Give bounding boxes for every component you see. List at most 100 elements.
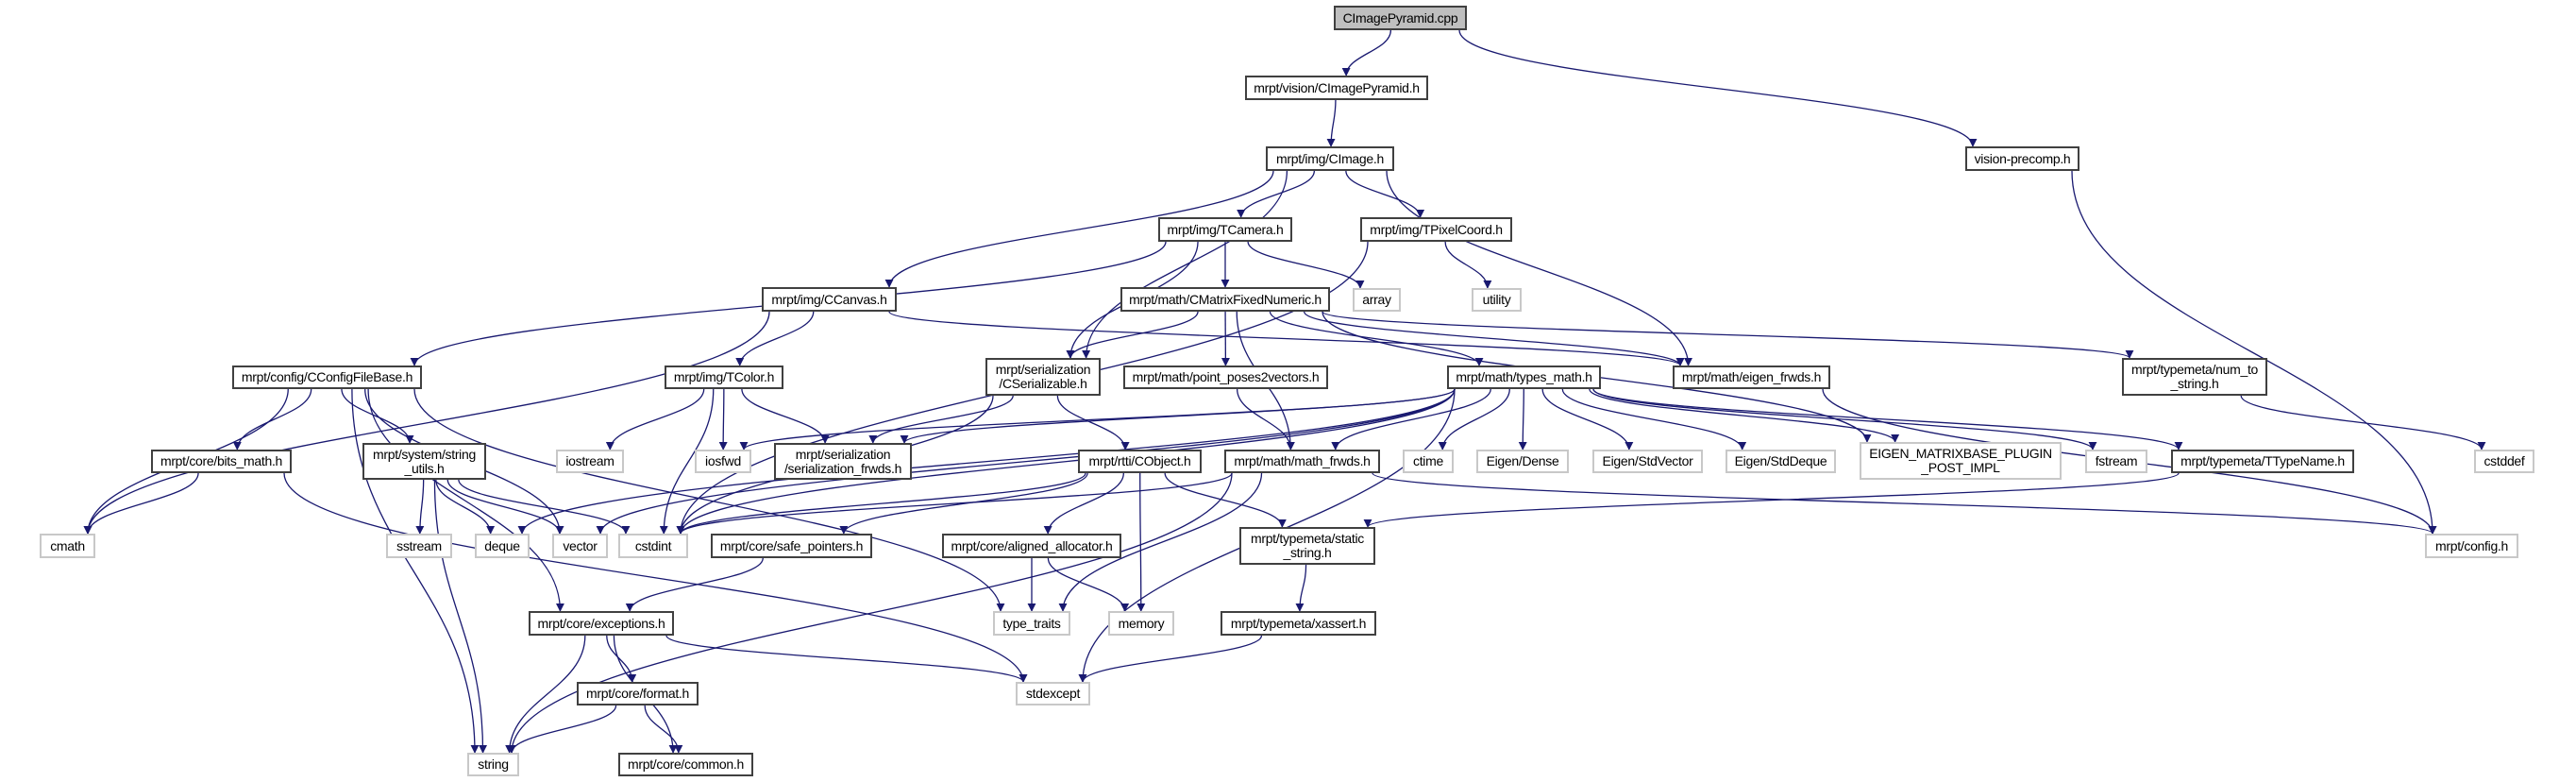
edge-ttn-to-sstring [1363, 472, 2180, 528]
edge-mathfw-to-config [1372, 472, 2437, 535]
edge-n2s-to-cstddef [2240, 395, 2486, 450]
graph-node-sstring[interactable]: mrpt/typemeta/static _string.h [1239, 527, 1375, 565]
graph-node-ttn[interactable]: mrpt/typemeta/TTypeName.h [2171, 450, 2354, 473]
edge-cmfn-to-cser [1066, 311, 1199, 359]
edge-cimage-to-cser [1082, 170, 1288, 359]
graph-node-utility[interactable]: utility [1472, 288, 1522, 312]
graph-node-sstream[interactable]: sstream [386, 534, 452, 558]
graph-node-xassert[interactable]: mrpt/typemeta/xassert.h [1221, 611, 1376, 636]
edge-tpixel-to-utility [1444, 241, 1492, 289]
graph-node-tpixel[interactable]: mrpt/img/TPixelCoord.h [1360, 217, 1512, 242]
graph-node-tmath[interactable]: mrpt/math/types_math.h [1447, 366, 1601, 389]
edge-tcolor-to-iosfwd [718, 388, 728, 450]
graph-node-iostream[interactable]: iostream [556, 450, 624, 473]
edge-cimage-to-ccanvas [884, 170, 1274, 288]
edge-tcolor-to-iostream [605, 388, 705, 450]
graph-node-exceptions[interactable]: mrpt/core/exceptions.h [529, 611, 674, 636]
graph-node-cser[interactable]: mrpt/serialization /CSerializable.h [985, 358, 1101, 396]
graph-node-cmath[interactable]: cmath [40, 534, 95, 558]
edge-vp-to-config [2071, 170, 2437, 535]
edge-cip-to-cimage [1326, 99, 1337, 147]
edge-root-to-cip [1341, 29, 1392, 76]
edge-cmfn-to-eigenfw [1303, 311, 1685, 366]
graph-node-bits[interactable]: mrpt/core/bits_math.h [151, 450, 292, 473]
edge-exceptions-to-string [505, 635, 586, 754]
edge-ccfb-to-bits [232, 388, 312, 450]
edge-cser-to-cobject [1056, 395, 1130, 450]
graph-node-eigenfw[interactable]: mrpt/math/eigen_frwds.h [1673, 366, 1830, 389]
edge-tmath-to-eplugin [1589, 388, 1900, 443]
graph-node-aligned[interactable]: mrpt/core/aligned_allocator.h [942, 534, 1121, 558]
graph-node-config[interactable]: mrpt/config.h [2425, 534, 2518, 558]
edge-tcolor-to-serfw [741, 388, 830, 444]
graph-node-cstdint[interactable]: cstdint [618, 534, 688, 558]
graph-node-ccfb[interactable]: mrpt/config/CConfigFileBase.h [232, 366, 422, 389]
edge-aligned-to-memory [1047, 557, 1130, 612]
edge-sutils-to-vector [446, 479, 564, 535]
graph-node-root[interactable]: CImagePyramid.cpp [1334, 6, 1467, 30]
edge-tmath-to-mathfw [1331, 388, 1491, 450]
edge-ccfb-to-sutils [341, 388, 414, 444]
graph-node-fstream[interactable]: fstream [2085, 450, 2147, 473]
edge-cobject-to-sstring [1164, 472, 1287, 528]
graph-node-dense[interactable]: Eigen/Dense [1476, 450, 1569, 473]
graph-node-iosfwd[interactable]: iosfwd [695, 450, 751, 473]
graph-node-cobject[interactable]: mrpt/rtti/CObject.h [1078, 450, 1202, 473]
edge-tmath-to-serfw [900, 388, 1456, 444]
graph-node-format[interactable]: mrpt/core/format.h [577, 682, 699, 706]
edge-root-to-vp [1458, 29, 1978, 147]
edge-cimage-to-eigenfw [1386, 170, 1693, 366]
edge-tmath-to-ctime [1438, 388, 1510, 450]
graph-node-array[interactable]: array [1353, 288, 1401, 312]
graph-node-string[interactable]: string [467, 753, 519, 776]
edge-cimage-to-tpixel [1345, 170, 1425, 218]
edge-exceptions-to-format [606, 635, 637, 683]
edge-cobject-to-cstdint [676, 472, 1086, 535]
edge-cser-to-serfw [868, 395, 1014, 444]
edge-tmath-to-ttn [1592, 388, 2183, 450]
graph-node-tcamera[interactable]: mrpt/img/TCamera.h [1158, 217, 1292, 242]
graph-node-deque[interactable]: deque [475, 534, 530, 558]
edge-sutils-to-string [433, 479, 488, 754]
graph-node-common[interactable]: mrpt/core/common.h [618, 753, 753, 776]
edge-tmath-to-deque [517, 388, 1456, 535]
edge-cimage-to-tcamera [1237, 170, 1315, 218]
graph-node-cip[interactable]: mrpt/vision/CImagePyramid.h [1245, 76, 1428, 100]
edge-exceptions-to-stdexcept [665, 635, 1028, 683]
edge-cobject-to-memory [1136, 472, 1146, 612]
graph-node-vector[interactable]: vector [552, 534, 608, 558]
graph-node-stddeque[interactable]: Eigen/StdDeque [1726, 450, 1836, 473]
graph-node-serfw[interactable]: mrpt/serialization /serialization_frwds.… [774, 443, 912, 480]
edge-ccanvas-to-tcolor [735, 311, 815, 366]
graph-node-tcolor[interactable]: mrpt/img/TColor.h [665, 366, 783, 389]
graph-node-safeptr[interactable]: mrpt/core/safe_pointers.h [711, 534, 872, 558]
edge-bits-to-stdexcept [283, 472, 1028, 683]
graph-node-eplugin[interactable]: EIGEN_MATRIXBASE_PLUGIN _POST_IMPL [1860, 442, 2062, 480]
edge-mathfw-to-typetraits [1058, 472, 1263, 612]
graph-node-vp[interactable]: vision-precomp.h [1965, 146, 2079, 171]
edge-sutils-to-cstdint [458, 479, 631, 535]
graph-node-n2s[interactable]: mrpt/typemeta/num_to _string.h [2122, 358, 2267, 396]
graph-node-ctime[interactable]: ctime [1403, 450, 1454, 473]
graph-node-stdvec[interactable]: Eigen/StdVector [1592, 450, 1703, 473]
graph-node-cstddef[interactable]: cstddef [2474, 450, 2534, 473]
edge-ccanvas-to-cmath [83, 311, 770, 535]
graph-node-memory[interactable]: memory [1108, 611, 1174, 636]
graph-node-sutils[interactable]: mrpt/system/string _utils.h [362, 443, 486, 480]
graph-node-stdexcept[interactable]: stdexcept [1016, 682, 1090, 706]
graph-node-pp2v[interactable]: mrpt/math/point_poses2vectors.h [1123, 366, 1328, 389]
edge-format-to-common [644, 705, 683, 754]
edge-tcolor-to-cstdint [659, 388, 715, 535]
edge-tmath-to-stddeque [1561, 388, 1747, 450]
graph-node-ccanvas[interactable]: mrpt/img/CCanvas.h [762, 287, 897, 312]
edge-pp2v-to-mathfw [1237, 388, 1295, 450]
graph-node-mathfw[interactable]: mrpt/math/math_frwds.h [1224, 450, 1380, 473]
edge-ccfb-to-string [351, 388, 480, 754]
edge-tmath-to-dense [1518, 388, 1527, 450]
graph-node-cimage[interactable]: mrpt/img/CImage.h [1266, 146, 1394, 171]
edge-tcamera-to-array [1247, 241, 1365, 289]
edge-mathfw-to-string [507, 472, 1233, 754]
graph-node-typetraits[interactable]: type_traits [993, 611, 1070, 636]
edge-ccfb-to-typetraits [413, 388, 1005, 612]
graph-node-cmfn[interactable]: mrpt/math/CMatrixFixedNumeric.h [1120, 287, 1330, 312]
